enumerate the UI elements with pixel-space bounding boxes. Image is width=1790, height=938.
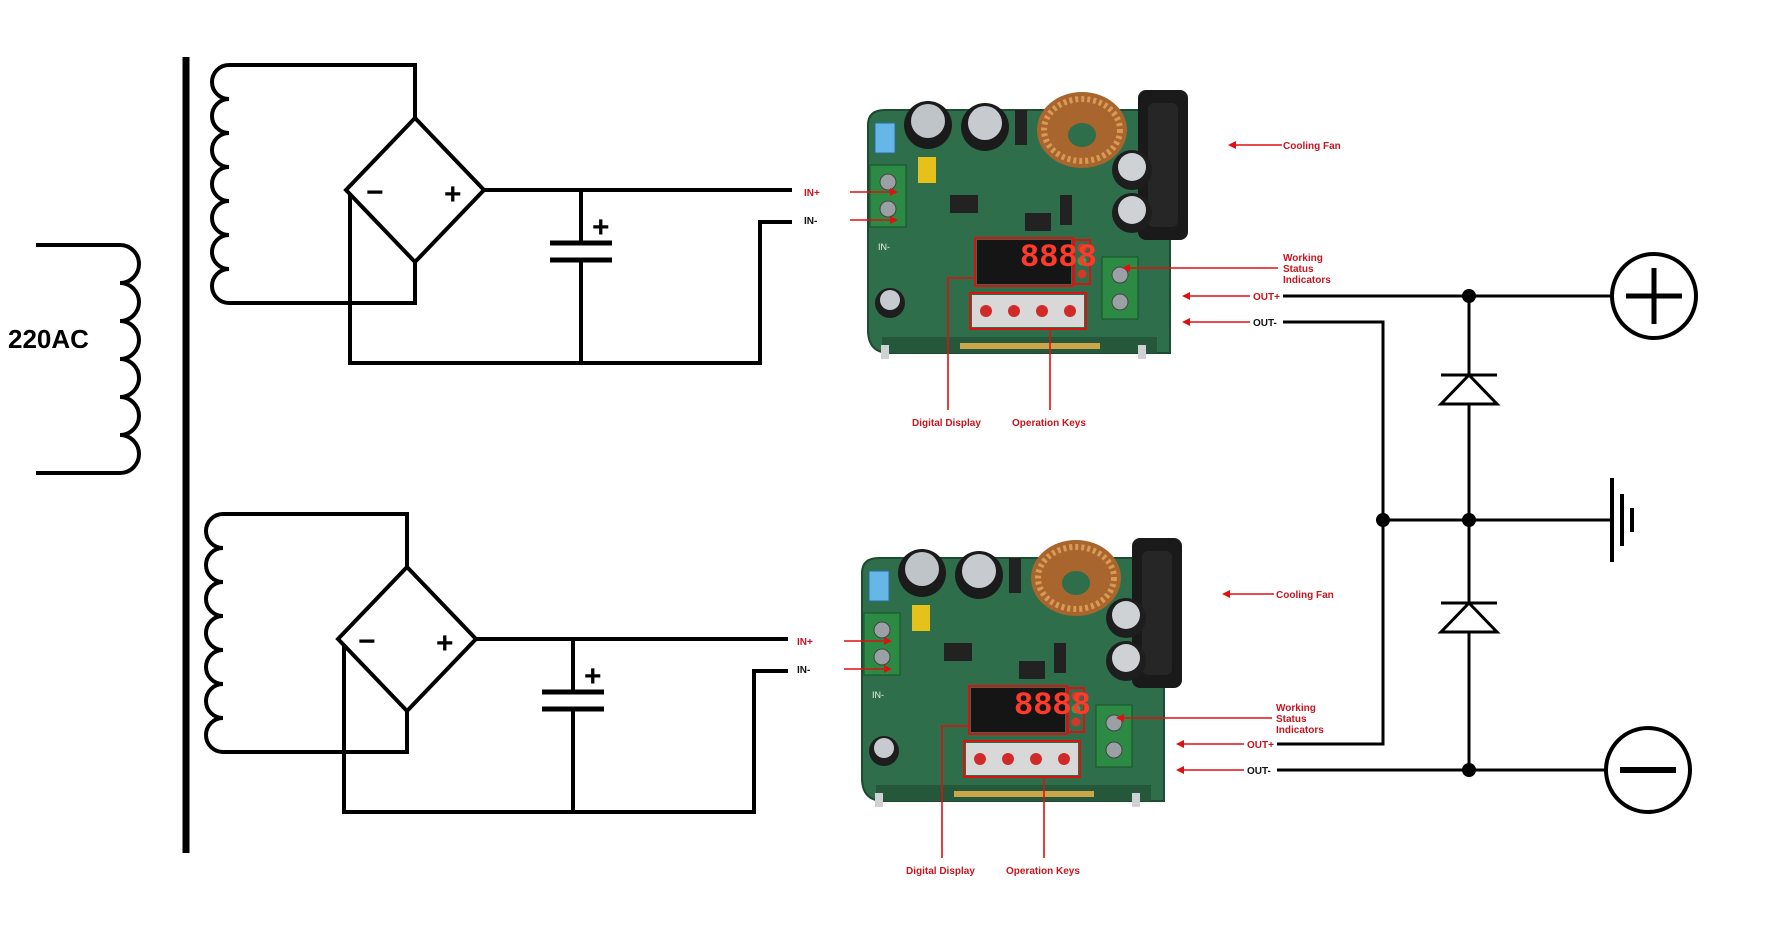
output-network [1277,252,1698,814]
label-out-minus: OUT- [1247,766,1271,777]
capacitor-plus-sign: + [592,211,610,244]
label-cooling-fan: Cooling Fan [1276,590,1334,601]
ground-icon [1598,478,1634,562]
label-status-line1: Working [1276,703,1316,714]
bridge-plus-sign: + [436,627,454,660]
label-status-line3: Indicators [1276,725,1324,736]
capacitor-plus-sign: + [584,660,602,693]
label-status-line2: Status [1276,714,1307,725]
diode-lower [1437,600,1501,634]
pcb-silkscreen: IN- [872,690,884,700]
label-in-plus: IN+ [804,188,820,199]
bridge-plus-sign: + [444,178,462,211]
label-in-minus: IN- [797,665,810,676]
diode-upper [1437,372,1501,406]
label-operation-keys: Operation Keys [1006,866,1080,877]
bridge-rectifier [343,115,487,265]
upper-rectifier-stage: − + + [210,63,792,365]
converter-module-lower: 8888 IN- IN+ IN- Cooling Fan Working Sta… [797,538,1334,877]
label-status-line1: Working [1283,253,1323,264]
label-out-plus: OUT+ [1247,740,1274,751]
source-label: 220AC [8,324,89,354]
label-in-minus: IN- [804,216,817,227]
bridge-rectifier [335,564,479,714]
converter-module-upper: 8888 IN- IN+ IN- Cooling Fan Working Sta… [804,90,1341,429]
negative-terminal-icon [1598,726,1692,814]
pcb-silkscreen: IN- [878,242,890,252]
display-digits: 8888 [1014,687,1091,724]
label-status-line3: Indicators [1283,275,1331,286]
positive-terminal-icon [1598,252,1698,340]
label-cooling-fan: Cooling Fan [1283,141,1341,152]
label-digital-display: Digital Display [906,866,975,877]
transformer-primary: 220AC [8,243,141,475]
bridge-minus-sign: − [366,176,384,209]
display-digits: 8888 [1020,239,1097,276]
lower-rectifier-stage: − + + [204,512,788,814]
label-digital-display: Digital Display [912,418,981,429]
label-in-plus: IN+ [797,637,813,648]
label-out-minus: OUT- [1253,318,1277,329]
bridge-minus-sign: − [358,625,376,658]
label-status-line2: Status [1283,264,1314,275]
label-out-plus: OUT+ [1253,292,1280,303]
label-operation-keys: Operation Keys [1012,418,1086,429]
